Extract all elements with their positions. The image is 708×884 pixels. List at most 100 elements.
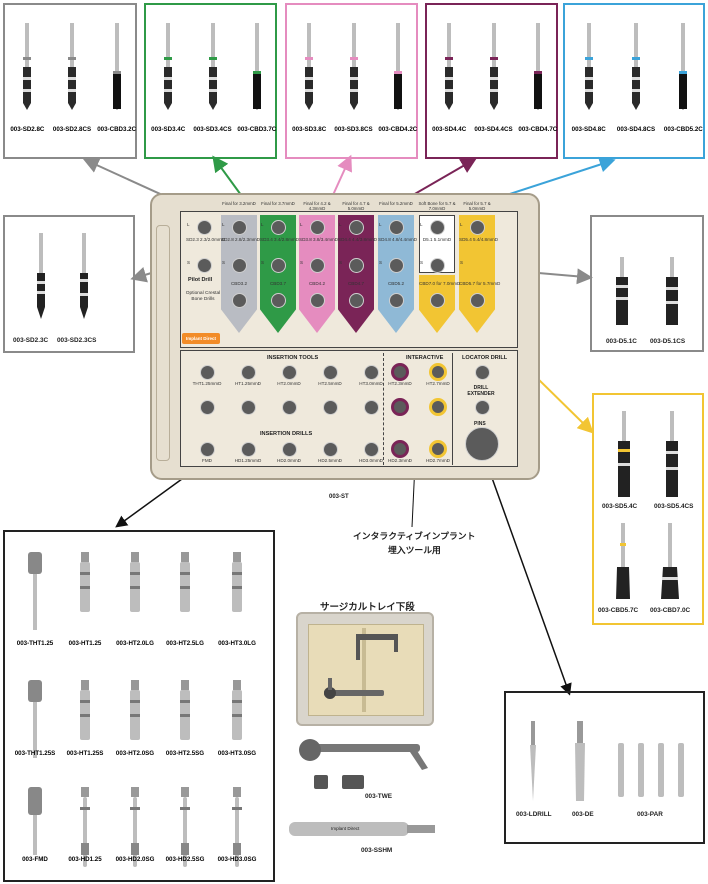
- drill-image: [677, 23, 689, 111]
- drill-pocket[interactable]: [196, 257, 212, 273]
- drill-image: [21, 23, 33, 111]
- insertion-drill-pocket[interactable]: [281, 441, 297, 457]
- cbd-pocket[interactable]: [469, 292, 485, 308]
- drill-column-bg: [299, 215, 335, 333]
- insertion-tool-label: 003-HT3.0LG: [218, 640, 256, 647]
- insertion-tool-pocket[interactable]: [363, 399, 379, 415]
- drill-size-label: D5.1 5.1mmD: [422, 237, 452, 242]
- cbd-pocket[interactable]: [388, 292, 404, 308]
- long-marker: L: [420, 222, 423, 227]
- drill-pocket[interactable]: [309, 219, 325, 235]
- drill-label: 003-CBD4.2C: [378, 126, 418, 133]
- drill-pocket[interactable]: [309, 257, 325, 273]
- cbd-pocket[interactable]: [270, 292, 286, 308]
- lower-tray-image: [296, 612, 434, 726]
- insertion-drill-pocket[interactable]: [199, 441, 215, 457]
- insertion-tool-pocket[interactable]: [281, 399, 297, 415]
- drill-pocket[interactable]: [270, 219, 286, 235]
- drill-label: 003-SD5.4C: [602, 503, 638, 510]
- drill-label: 003-SD3.8C: [292, 126, 327, 133]
- insertion-drill-pocket[interactable]: [363, 441, 379, 457]
- interactive-pocket[interactable]: [391, 363, 409, 381]
- locator-drill-box: 003-LDRILL 003-DE 003-PAR: [504, 691, 705, 844]
- drill-pocket[interactable]: [196, 219, 212, 235]
- long-marker: L: [261, 222, 264, 227]
- drill-pocket[interactable]: [348, 257, 364, 273]
- insertion-tools-header: INSERTION TOOLS: [267, 355, 319, 361]
- interactive-pocket[interactable]: [391, 440, 409, 458]
- insertion-tool-pocket[interactable]: [240, 364, 256, 380]
- drill-pocket[interactable]: [231, 219, 247, 235]
- drill-image: [661, 523, 679, 599]
- pins-label: PINS: [474, 421, 486, 427]
- drill-column-bg: [221, 215, 257, 333]
- adapter-image: [314, 775, 364, 789]
- drill-image: [111, 23, 123, 111]
- drill-pocket[interactable]: [348, 219, 364, 235]
- cbd-pocket[interactable]: [309, 292, 325, 308]
- drill-size-label: SD2.8 2.8/2.3mmD: [221, 237, 261, 242]
- insertion-tool-image: [125, 552, 145, 638]
- locator-header: LOCATOR DRILL: [462, 355, 508, 361]
- insertion-tool-image: [175, 787, 195, 873]
- drill-pocket[interactable]: [429, 257, 445, 273]
- cbd-pocket[interactable]: [231, 292, 247, 308]
- insertion-tool-pocket[interactable]: [281, 364, 297, 380]
- insertion-tool-image: [125, 787, 145, 873]
- cbd-label: CBD4.2: [308, 281, 326, 286]
- insertion-tool-pocket[interactable]: [322, 364, 338, 380]
- insertion-tool-pocket[interactable]: [199, 364, 215, 380]
- interactive-pocket[interactable]: [429, 398, 447, 416]
- insertion-tool-label: HT2.0mmD: [277, 381, 301, 386]
- pins-pocket[interactable]: [465, 427, 499, 461]
- short-marker: S: [261, 260, 265, 265]
- interactive-pocket[interactable]: [429, 363, 447, 381]
- insertion-tool-image: [227, 787, 247, 873]
- insertion-drill-pocket[interactable]: [240, 441, 256, 457]
- interactive-pocket[interactable]: [391, 398, 409, 416]
- drill-label: 003-SD4.4CS: [474, 126, 513, 133]
- drill-pocket[interactable]: [388, 219, 404, 235]
- insertion-tool-label: 003-HD1.25: [68, 856, 102, 863]
- drill-image: [162, 23, 174, 111]
- cbd-pocket[interactable]: [348, 292, 364, 308]
- drill-size-label: SD3.4 3.4/2.8mmD: [260, 237, 300, 242]
- drill-label: 003-CBD5.2C: [663, 126, 703, 133]
- locator-pocket[interactable]: [474, 364, 490, 380]
- drill-label: 003-D5.1C: [606, 338, 637, 345]
- drill-label: 003-SD4.4C: [432, 126, 467, 133]
- short-marker: S: [339, 260, 343, 265]
- insertion-tool-label: 003-HT1.25: [68, 640, 102, 647]
- drill-label: 003-SD4.8C: [571, 126, 606, 133]
- ldrill-label: 003-LDRILL: [516, 811, 552, 818]
- drill-image: [392, 23, 404, 111]
- drill-label: 003-SD5.4CS: [654, 503, 694, 510]
- handpiece-image: [289, 822, 435, 836]
- insertion-drill-pocket[interactable]: [322, 441, 338, 457]
- insertion-drill-label: HD2.5mmD: [318, 458, 342, 463]
- insertion-tool-pocket[interactable]: [199, 399, 215, 415]
- insertion-tool-label: 003-FMD: [22, 856, 48, 863]
- drill-pocket[interactable]: [270, 257, 286, 273]
- drill-pocket[interactable]: [469, 219, 485, 235]
- de-label: 003-DE: [572, 811, 594, 818]
- final-size-label: Soft Bone for 5.7 & 7.0mmD: [418, 201, 456, 211]
- insertion-tool-image: [25, 680, 45, 766]
- twe-label: 003-TWE: [365, 793, 392, 800]
- drill-pocket[interactable]: [388, 257, 404, 273]
- insertion-tool-pocket[interactable]: [240, 399, 256, 415]
- interactive-pocket[interactable]: [429, 440, 447, 458]
- drill-pocket[interactable]: [429, 219, 445, 235]
- insertion-tool-pocket[interactable]: [322, 399, 338, 415]
- cbd-label: CBD3.7: [269, 281, 287, 286]
- insertion-tool-label: THT1.25mmD: [192, 381, 222, 386]
- cbd-pocket[interactable]: [429, 292, 445, 308]
- insertion-tool-pocket[interactable]: [363, 364, 379, 380]
- insertion-tool-image: [227, 680, 247, 766]
- yellow-drill-box: 003-SD5.4C 003-SD5.4CS 003-CBD5.7C 003-C…: [592, 393, 704, 625]
- drill-size-label: SD3.8 3.8/3.4mmD: [299, 237, 339, 242]
- long-marker: L: [222, 222, 225, 227]
- extender-pocket[interactable]: [474, 399, 490, 415]
- drill-pocket[interactable]: [231, 257, 247, 273]
